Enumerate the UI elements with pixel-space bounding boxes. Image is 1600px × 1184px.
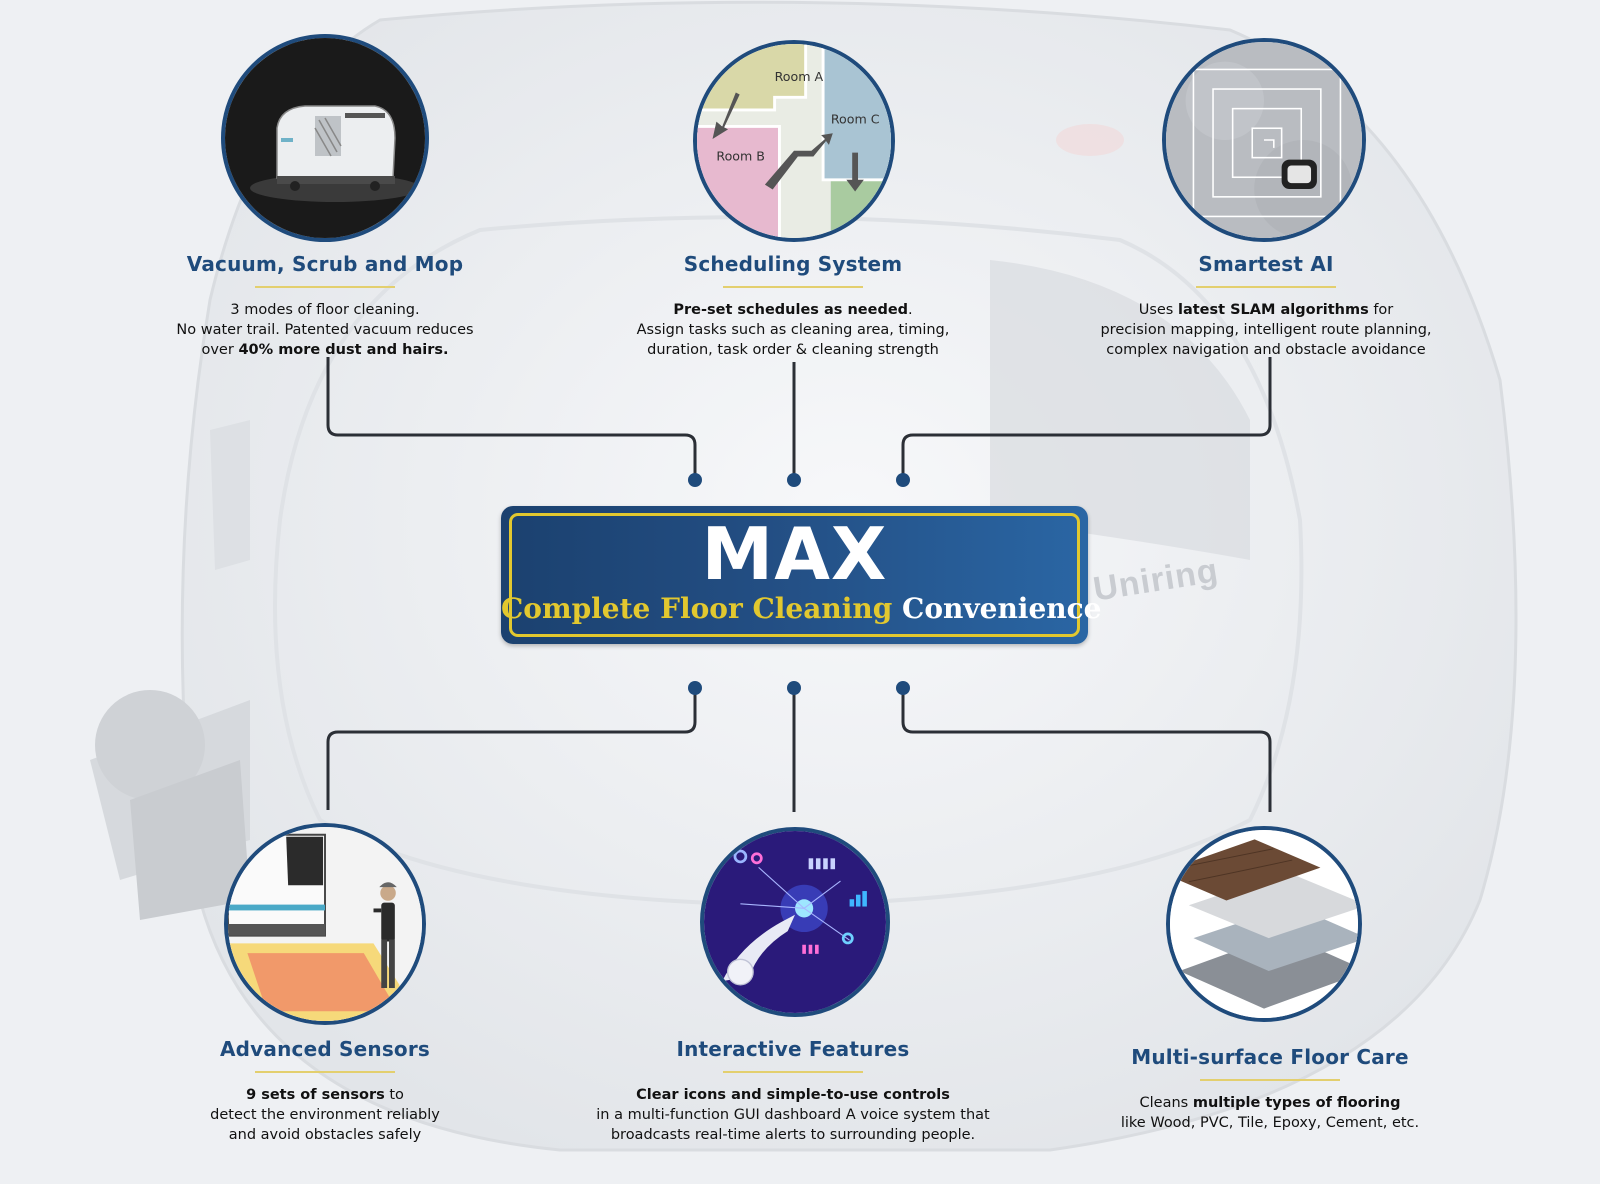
feature-vacuum: Vacuum, Scrub and Mop 3 modes of floor c… bbox=[115, 252, 535, 360]
feature-description: Uses latest SLAM algorithms for precisio… bbox=[1100, 302, 1432, 358]
feature-description: 9 sets of sensors to detect the environm… bbox=[210, 1087, 440, 1143]
feature-description: 3 modes of floor cleaning. No water trai… bbox=[176, 302, 474, 358]
title-underline bbox=[723, 1071, 863, 1073]
feature-title: Smartest AI bbox=[1198, 252, 1334, 276]
slam-map-image bbox=[1162, 38, 1366, 242]
feature-sensors: Advanced Sensors 9 sets of sensors to de… bbox=[115, 1037, 535, 1145]
connector-dot bbox=[787, 681, 801, 695]
connector-dot bbox=[688, 473, 702, 487]
connector-floor bbox=[901, 689, 1272, 812]
title-underline bbox=[1196, 286, 1336, 288]
sensors-image bbox=[224, 823, 426, 1025]
feature-title: Scheduling System bbox=[683, 252, 903, 276]
map-room-c-label: Room C bbox=[831, 112, 880, 127]
subtitle-rest: Convenience bbox=[902, 592, 1102, 625]
feature-title: Advanced Sensors bbox=[219, 1037, 431, 1061]
feature-scheduling: Scheduling System Pre-set schedules as n… bbox=[573, 252, 1013, 360]
floor-layers-image bbox=[1166, 826, 1362, 1022]
vacuum-robot-image bbox=[221, 34, 429, 242]
connector-vacuum bbox=[326, 357, 697, 480]
banner-subtitle: Complete Floor Cleaning Convenience bbox=[501, 592, 1101, 626]
connector-sensors bbox=[326, 689, 697, 810]
map-room-a-label: Room A bbox=[775, 69, 824, 84]
feature-interactive: Interactive Features Clear icons and sim… bbox=[573, 1037, 1013, 1145]
banner-title: MAX bbox=[701, 512, 888, 596]
feature-title: Vacuum, Scrub and Mop bbox=[186, 252, 464, 276]
feature-title: Multi-surface Floor Care bbox=[1131, 1045, 1409, 1069]
feature-floor: Multi-surface Floor Care Cleans multiple… bbox=[1050, 1045, 1490, 1133]
map-room-b-label: Room B bbox=[716, 148, 765, 163]
connector-dot bbox=[896, 681, 910, 695]
banner-gold-frame bbox=[509, 513, 1080, 637]
feature-description: Clear icons and simple-to-use controls i… bbox=[596, 1087, 990, 1143]
max-title-banner: MAX Complete Floor Cleaning Convenience bbox=[501, 506, 1101, 644]
connector-dot bbox=[688, 681, 702, 695]
connector-dot bbox=[896, 473, 910, 487]
room-map-image: Room A Room B Room C bbox=[693, 40, 895, 242]
connector-ai bbox=[901, 357, 1272, 480]
feature-description: Cleans multiple types of flooring like W… bbox=[1120, 1095, 1420, 1131]
title-underline bbox=[255, 286, 395, 288]
subtitle-highlight: Complete Floor Cleaning bbox=[501, 592, 893, 625]
interactive-ui-image bbox=[700, 827, 890, 1017]
title-underline bbox=[723, 286, 863, 288]
title-underline bbox=[1200, 1079, 1340, 1081]
connector-dot bbox=[787, 473, 801, 487]
feature-title: Interactive Features bbox=[676, 1037, 910, 1061]
title-underline bbox=[255, 1071, 395, 1073]
feature-ai: Smartest AI Uses latest SLAM algorithms … bbox=[1036, 252, 1496, 360]
feature-description: Pre-set schedules as needed. Assign task… bbox=[636, 302, 950, 358]
